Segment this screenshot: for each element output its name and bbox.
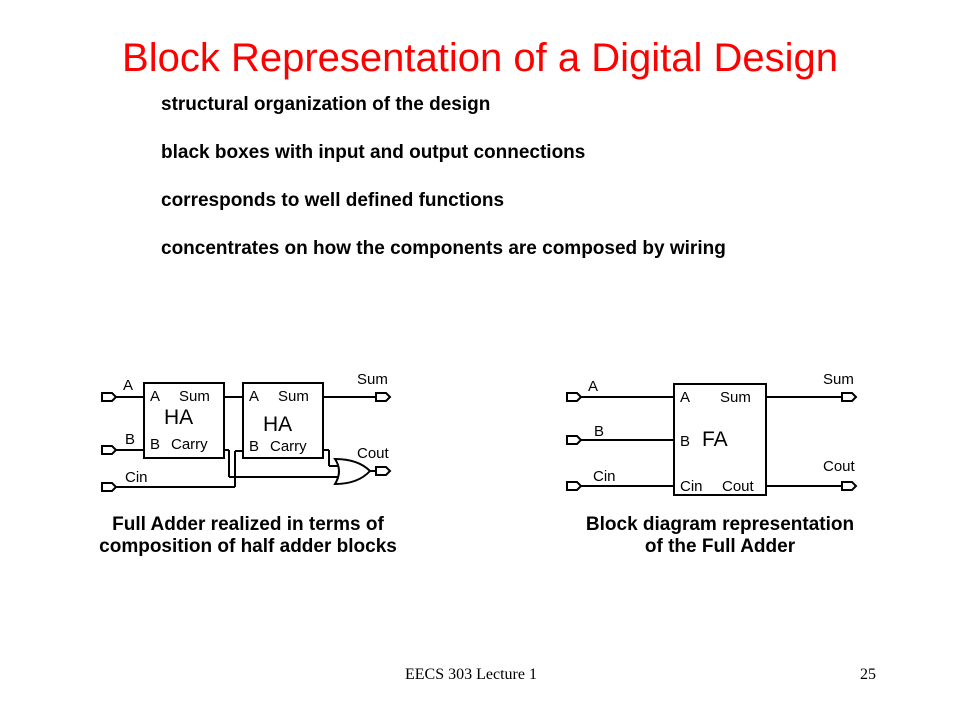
input-connector-a: [566, 392, 583, 402]
half-adder-composition-diagram: A B Cin A Sum HA B Carry A Sum HA B Carr…: [101, 371, 392, 492]
left-caption-line2: composition of half adder blocks: [99, 536, 397, 557]
bullet-item: corresponds to well defined functions: [161, 190, 505, 211]
left-caption: Full Adder realized in terms of composit…: [48, 514, 448, 558]
output-label-cout: Cout: [357, 445, 390, 462]
fa-port-cout: Cout: [722, 478, 755, 495]
or-gate: [333, 457, 372, 486]
half-adder-block-1: [143, 382, 225, 459]
ha1-port-carry: Carry: [171, 436, 208, 453]
ha2-port-a: A: [249, 388, 259, 405]
bullet-item: black boxes with input and output connec…: [161, 142, 586, 163]
ha2-port-b: B: [249, 438, 259, 455]
ha2-port-sum: Sum: [278, 388, 309, 405]
input-label-cin: Cin: [593, 468, 616, 485]
right-caption: Block diagram representation of the Full…: [520, 514, 920, 558]
output-label-sum: Sum: [823, 371, 854, 388]
fa-port-cin: Cin: [680, 478, 703, 495]
bullet-item: structural organization of the design: [161, 94, 491, 115]
ha2-port-carry: Carry: [270, 438, 307, 455]
input-label-cin: Cin: [125, 469, 148, 486]
output-label-cout: Cout: [823, 458, 856, 475]
ha2-name: HA: [263, 413, 292, 436]
input-label-a: A: [588, 378, 598, 395]
full-adder-block: [673, 383, 767, 496]
right-caption-line2: of the Full Adder: [644, 536, 796, 557]
output-connector-sum: [841, 392, 858, 402]
output-label-sum: Sum: [357, 371, 388, 388]
input-connector-cin: [101, 482, 118, 492]
half-adder-block-2: [242, 382, 324, 459]
input-label-b: B: [594, 423, 604, 440]
ha1-port-b: B: [150, 436, 160, 453]
fa-port-sum: Sum: [720, 389, 751, 406]
input-connector-a: [101, 392, 118, 402]
fa-port-a: A: [680, 389, 690, 406]
input-connector-cin: [566, 481, 583, 491]
bullet-item: concentrates on how the components are c…: [161, 238, 726, 259]
slide-title: Block Representation of a Digital Design: [122, 36, 838, 80]
ha1-port-sum: Sum: [179, 388, 210, 405]
footer-lecture: EECS 303 Lecture 1: [405, 666, 537, 683]
input-label-b: B: [125, 431, 135, 448]
input-connector-b: [566, 435, 583, 445]
fa-name: FA: [702, 428, 728, 451]
input-label-a: A: [123, 377, 133, 394]
ha1-port-a: A: [150, 388, 160, 405]
right-caption-line1: Block diagram representation: [585, 514, 855, 535]
ha1-name: HA: [164, 406, 193, 429]
fa-port-b: B: [680, 433, 690, 450]
output-connector-sum: [375, 392, 392, 402]
page-number: 25: [860, 666, 876, 683]
full-adder-block-diagram: A B Cin A Sum B FA Cin Cout Sum Cout: [566, 371, 858, 496]
bullet-list: structural organization of the design bl…: [161, 94, 726, 286]
output-connector-cout: [375, 466, 392, 476]
left-caption-line1: Full Adder realized in terms of: [112, 514, 384, 535]
output-connector-cout: [841, 481, 858, 491]
input-connector-b: [101, 445, 118, 455]
